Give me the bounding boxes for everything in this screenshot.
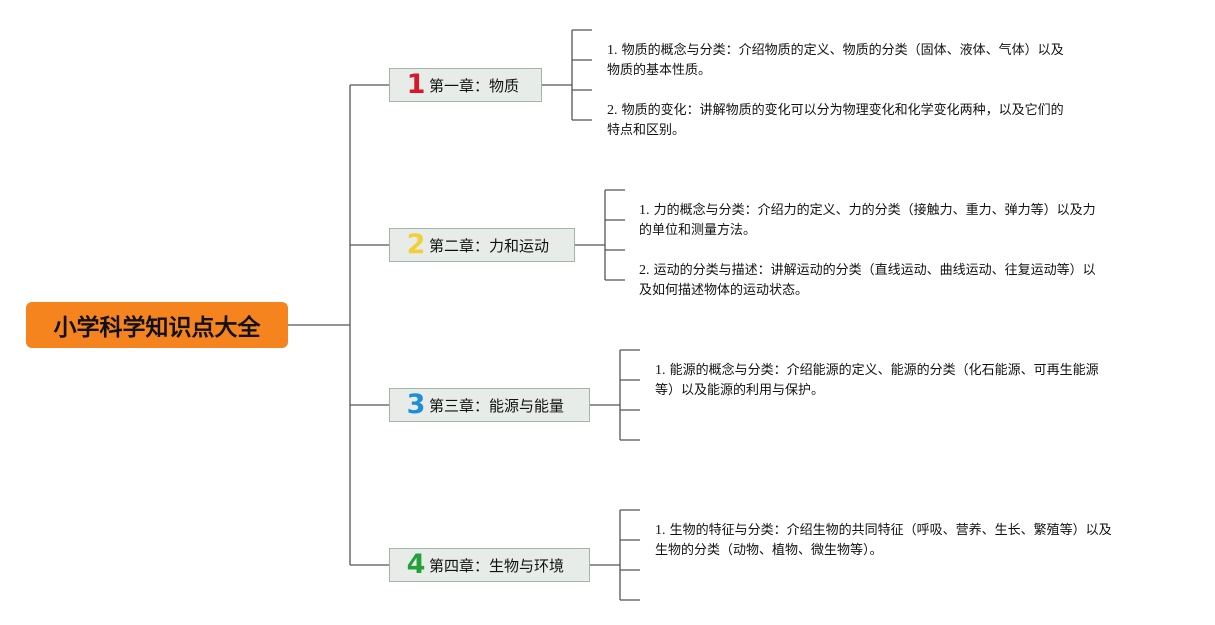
chapter-2-title: 第二章：力和运动 — [429, 236, 550, 255]
chapter-2-item-1[interactable]: 1. 力的概念与分类：介绍力的定义、力的分类（接触力、重力、弹力等）以及力 的单… — [639, 201, 1096, 241]
chapter-1-item-2-line-1: 物质的变化：讲解物质的变化可以分为物理变化和化学变化两种，以及它们的 — [621, 103, 1064, 118]
chapter-1-topic[interactable]: 1 第一章：物质 — [389, 68, 542, 102]
chapter-4-item-1[interactable]: 1. 生物的特征与分类：介绍生物的共同特征（呼吸、营养、生长、繁殖等）以及 生物… — [655, 521, 1112, 561]
chapter-2-item-2[interactable]: 2. 运动的分类与描述：讲解运动的分类（直线运动、曲线运动、往复运动等）以 及如… — [639, 261, 1096, 301]
chapter-2-item-2-line-1: 运动的分类与描述：讲解运动的分类（直线运动、曲线运动、往复运动等）以 — [653, 263, 1096, 278]
chapter-3-title: 第三章：能源与能量 — [429, 396, 565, 415]
chapter-2-number-icon: 2 — [406, 229, 426, 260]
chapter-1-number-icon: 1 — [406, 69, 426, 100]
chapter-3-item-1-line-2: 等）以及能源的利用与保护。 — [655, 383, 825, 398]
chapter-1-item-2-line-2: 特点和区别。 — [607, 123, 686, 138]
root-topic[interactable]: 小学科学知识点大全 — [26, 302, 288, 348]
chapter-3-item-1-line-1: 能源的概念与分类：介绍能源的定义、能源的分类（化石能源、可再生能源 — [669, 363, 1099, 378]
chapter-2-item-1-line-1: 力的概念与分类：介绍力的定义、力的分类（接触力、重力、弹力等）以及力 — [653, 203, 1096, 218]
chapter-2-topic[interactable]: 2 第二章：力和运动 — [389, 228, 575, 262]
chapter-4-title: 第四章：生物与环境 — [429, 556, 565, 575]
chapter-4-item-1-line-1: 生物的特征与分类：介绍生物的共同特征（呼吸、营养、生长、繁殖等）以及 — [669, 523, 1112, 538]
chapter-4-topic[interactable]: 4 第四章：生物与环境 — [389, 548, 590, 582]
root-title: 小学科学知识点大全 — [53, 315, 261, 341]
chapter-3-topic[interactable]: 3 第三章：能源与能量 — [389, 388, 590, 422]
chapter-2-item-2-line-2: 及如何描述物体的运动状态。 — [639, 283, 809, 298]
chapter-3-item-1[interactable]: 1. 能源的概念与分类：介绍能源的定义、能源的分类（化石能源、可再生能源 等）以… — [655, 361, 1099, 401]
chapter-3-number-icon: 3 — [406, 389, 426, 420]
chapter-1-item-1-line-2: 物质的基本性质。 — [607, 63, 712, 78]
chapter-1-item-2[interactable]: 2. 物质的变化：讲解物质的变化可以分为物理变化和化学变化两种，以及它们的 特点… — [607, 101, 1064, 141]
chapter-1-title: 第一章：物质 — [429, 76, 520, 95]
chapter-1-item-1-line-1: 物质的概念与分类：介绍物质的定义、物质的分类（固体、液体、气体）以及 — [621, 43, 1064, 58]
chapter-1-item-1[interactable]: 1. 物质的概念与分类：介绍物质的定义、物质的分类（固体、液体、气体）以及 物质… — [607, 41, 1064, 81]
chapter-2-item-1-line-2: 的单位和测量方法。 — [639, 223, 757, 238]
chapter-4-number-icon: 4 — [406, 549, 426, 580]
chapter-4-item-1-line-2: 生物的分类（动物、植物、微生物等）。 — [655, 543, 883, 558]
